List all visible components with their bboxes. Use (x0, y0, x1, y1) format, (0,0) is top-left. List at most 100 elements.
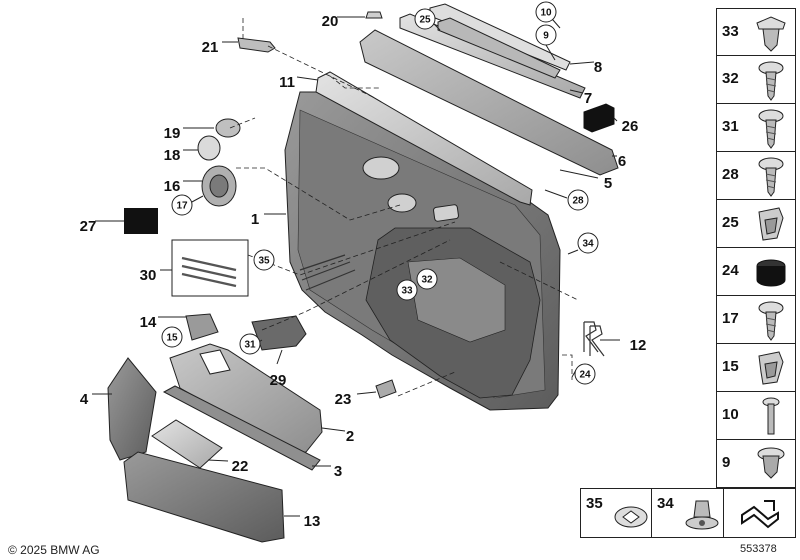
callout-5: 5 (604, 175, 612, 192)
callout-number: 17 (176, 201, 188, 212)
part-shape-icon (738, 493, 780, 535)
switch-bezel-14 (185, 313, 219, 341)
callout-circle (171, 194, 193, 216)
callout-23: 23 (335, 391, 352, 408)
callout-number: 19 (164, 125, 181, 142)
callout-13: 13 (304, 513, 321, 530)
logo-mark-12 (583, 321, 605, 357)
callout-circle (396, 279, 418, 301)
callout-18: 18 (164, 147, 181, 164)
callout-number: 24 (579, 370, 591, 381)
callout-17: 17 (171, 194, 193, 216)
clip-icon (749, 202, 793, 246)
switch-opening (433, 204, 459, 222)
strip-3 (162, 385, 321, 471)
callout-27: 27 (80, 218, 97, 235)
callout-circle (535, 1, 557, 23)
callout-number: 2 (346, 428, 354, 445)
callout-number: 32 (421, 275, 433, 286)
bracket-21 (237, 37, 276, 53)
callout-28: 28 (567, 189, 589, 211)
callout-circle (414, 8, 436, 30)
callout-number: 34 (582, 239, 594, 250)
callout-number: 20 (322, 13, 339, 30)
legend-number: 33 (722, 23, 739, 40)
callout-1: 1 (251, 211, 259, 228)
clip-23 (375, 379, 397, 399)
legend-cell-32: 32 (716, 56, 796, 104)
callout-number: 30 (140, 267, 157, 284)
callout-number: 7 (584, 90, 592, 107)
fastener-legend: 33 32 31 28 25 24 17 15 10 9 (716, 8, 796, 488)
screw-icon (749, 58, 793, 102)
callout-number: 9 (543, 31, 549, 42)
expanding-nut-icon (749, 11, 793, 55)
callout-15: 15 (161, 326, 183, 348)
legend-number: 10 (722, 406, 739, 423)
callout-24: 24 (574, 363, 596, 385)
legend-number: 9 (722, 454, 731, 471)
legend-number: 25 (722, 214, 739, 231)
legend-cell-25: 25 (716, 200, 796, 248)
diagram-id: 553378 (740, 543, 777, 555)
legend-number: 32 (722, 70, 739, 87)
callout-9: 9 (535, 24, 557, 46)
rubber-grommet-icon (749, 250, 793, 294)
legend-cell-33: 33 (716, 8, 796, 56)
callout-2: 2 (346, 428, 354, 445)
speaker-16-cone (209, 174, 229, 198)
callout-14: 14 (140, 314, 157, 331)
callout-circle (416, 268, 438, 290)
callout-30: 30 (140, 267, 157, 284)
upper-trim-strip (359, 29, 619, 176)
lower-trim-13 (123, 451, 285, 543)
callout-number: 13 (304, 513, 321, 530)
callout-number: 8 (594, 59, 602, 76)
clip-icon (749, 346, 793, 390)
pad-27 (124, 208, 158, 234)
callout-number: 27 (80, 218, 97, 235)
bottom-cell-shape (724, 488, 796, 538)
legend-number: 31 (722, 118, 739, 135)
screw-icon (749, 298, 793, 342)
legend-number: 17 (722, 310, 739, 327)
end-cap-4 (107, 357, 157, 461)
leader-lines (92, 11, 620, 517)
callout-circle (567, 189, 589, 211)
bottom-cell-35: 35 (580, 488, 652, 538)
callout-number: 14 (140, 314, 157, 331)
callout-number: 3 (334, 463, 342, 480)
legend-cell-24: 24 (716, 248, 796, 296)
callout-21: 21 (202, 39, 219, 56)
callout-number: 26 (622, 118, 639, 135)
screw-icon (749, 106, 793, 150)
handle-opening (387, 193, 417, 213)
callout-circle (253, 249, 275, 271)
copyright: © 2025 BMW AG (8, 543, 100, 557)
callout-32: 32 (416, 268, 438, 290)
callout-20: 20 (322, 13, 339, 30)
callout-12: 12 (630, 337, 647, 354)
legend-number: 15 (722, 358, 739, 375)
callout-number: 6 (618, 153, 626, 170)
callout-number: 29 (270, 372, 287, 389)
callout-11: 11 (279, 74, 295, 91)
rail-part-11 (315, 71, 533, 206)
speed-nut-icon (609, 493, 651, 535)
legend-cell-28: 28 (716, 152, 796, 200)
callout-circle (577, 232, 599, 254)
clip-set-box (171, 239, 249, 297)
callout-26: 26 (622, 118, 639, 135)
callout-33: 33 (396, 279, 418, 301)
legend-cell-10: 10 (716, 392, 796, 440)
callout-22: 22 (232, 458, 249, 475)
callout-circle (574, 363, 596, 385)
callout-8: 8 (594, 59, 602, 76)
legend-number: 35 (586, 495, 603, 512)
callout-circle (535, 24, 557, 46)
callout-number: 31 (244, 340, 256, 351)
